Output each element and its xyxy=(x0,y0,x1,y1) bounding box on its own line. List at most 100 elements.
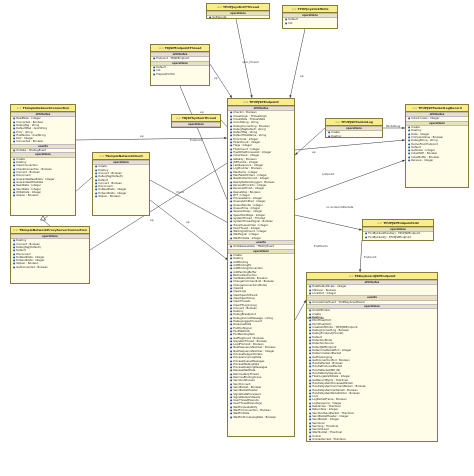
member-row: ●Default xyxy=(406,146,468,149)
member-row: ●Receive : Integer xyxy=(406,159,468,162)
visibility-icon: ● xyxy=(230,216,233,220)
visibility-icon: ● xyxy=(13,252,16,256)
arrowhead-icon xyxy=(402,126,405,130)
class-title: <>TPUPJSPPacketLog xyxy=(326,119,382,126)
member-text: Create xyxy=(16,157,25,161)
visibility-icon: ● xyxy=(230,329,233,333)
member-row: ●DefaultTag : string xyxy=(228,131,294,134)
visibility-icon: ● xyxy=(13,127,16,131)
member-text: ReceiveErrorInfo : Integer xyxy=(233,183,267,187)
class-title: <>TPUPJoystickHints xyxy=(283,6,337,13)
member-text: FaultWaitInfo xyxy=(233,329,251,333)
visibility-icon: ● xyxy=(13,130,16,134)
visibility-icon: ● xyxy=(309,411,312,415)
class-name: TRJSPEndpointThread xyxy=(164,46,202,50)
member-row: ●SystemThread : TThread xyxy=(228,217,294,220)
member-row: ●ReleaseWaitData xyxy=(228,369,294,372)
member-row: ●UserThread : Integer xyxy=(228,227,294,230)
member-row: ●HostName : AnsiString xyxy=(11,134,75,137)
member-text: ReadData : Integer xyxy=(16,184,41,188)
member-row: ●QueueHandle : Integer xyxy=(228,204,294,207)
member-row: ●NewProblemCount : Integer xyxy=(228,177,294,180)
section-header-events: events xyxy=(228,239,294,246)
visibility-icon: ● xyxy=(95,178,98,182)
member-text: DebugTag(Default) xyxy=(16,246,41,249)
member-text: DeriveFromEndpoint xyxy=(411,142,438,146)
class-name: TPUPJSPPacketLog xyxy=(341,120,373,124)
member-row: ●DebugConnectLog : Boolean xyxy=(307,329,437,332)
class-icon: <> xyxy=(335,120,341,124)
member-text: ReceivedFinish : Integer xyxy=(233,187,265,191)
member-row: ●Default xyxy=(11,249,89,252)
member-text: LogSequence : Integer xyxy=(312,401,342,405)
member-text: HandleSystemCanPacket : Boolean xyxy=(312,388,358,392)
member-text: ProcessQueueMessages xyxy=(233,359,265,363)
member-text: SendData : Integer xyxy=(16,187,41,191)
member-text: ClearLogs xyxy=(233,290,247,294)
visibility-icon: ● xyxy=(230,245,233,249)
visibility-icon: ● xyxy=(230,412,233,416)
member-row: ●ProcessQueueMessages xyxy=(228,360,294,363)
member-text: AddBinding xyxy=(233,260,249,264)
member-row: ●DefaultHostName : string xyxy=(228,134,294,137)
member-row: ●OnExecute xyxy=(207,16,269,18)
member-text: ClearSpecificLog xyxy=(233,296,255,300)
association-line xyxy=(294,139,406,151)
visibility-icon: ● xyxy=(309,322,312,326)
member-text: ReleaseWaitData xyxy=(233,369,256,373)
section-header-operations: operations xyxy=(93,160,149,166)
visibility-icon: ● xyxy=(309,408,312,412)
member-row: ●ProcessWaitingData xyxy=(228,363,294,366)
visibility-icon: ● xyxy=(153,72,156,76)
visibility-icon: ● xyxy=(95,181,98,185)
visibility-icon: ● xyxy=(230,150,233,154)
generalization-triangle-icon xyxy=(40,215,46,221)
member-row: ●Destroy xyxy=(93,169,149,172)
arrowhead-icon xyxy=(359,228,362,231)
member-text: DebugTagDefault : string xyxy=(233,127,266,131)
class-icon: <> xyxy=(99,154,105,158)
visibility-icon: ● xyxy=(230,343,233,347)
member-row: ●HandleRetrySequence xyxy=(307,372,437,375)
member-row: ●CanBeSendData : Boolean xyxy=(228,277,294,280)
class-icon: <> xyxy=(13,228,19,232)
member-row: ●Connected : Boolean xyxy=(11,140,75,143)
member-text: Create xyxy=(98,165,107,169)
visibility-icon: ● xyxy=(408,136,411,139)
member-text: HandleSystemProcessedPacket xyxy=(312,381,353,385)
member-text: Destroy xyxy=(331,134,342,138)
visibility-icon: ● xyxy=(230,111,233,115)
member-text: Unlock xyxy=(312,434,322,438)
association-line xyxy=(235,18,253,99)
member-text: QueueTime : Integer xyxy=(233,207,260,211)
member-row: ●Disconnect xyxy=(11,253,89,256)
visibility-icon: ● xyxy=(230,376,233,380)
visibility-icon: ● xyxy=(230,296,233,300)
association-line xyxy=(289,28,306,99)
member-text: LoadFromList : Boolean xyxy=(233,343,264,347)
visibility-icon: ● xyxy=(309,316,312,319)
section-header-attributes: attributes xyxy=(307,280,437,286)
visibility-icon: ● xyxy=(230,223,233,227)
member-row: ●IsOpen : Boolean xyxy=(11,194,75,197)
member-row: ●Lock xyxy=(307,395,437,398)
member-text: Destroy xyxy=(233,257,244,261)
member-row: ●Port : Integer xyxy=(11,137,75,140)
visibility-icon: ● xyxy=(230,164,233,168)
visibility-icon: ● xyxy=(13,157,16,161)
class-title: <>TPUPJoystickTThread xyxy=(207,4,269,11)
section-header-operations: operations xyxy=(363,227,433,233)
visibility-icon: ● xyxy=(230,147,233,151)
member-row: ●DebugConnecting : Boolean xyxy=(228,125,294,128)
member-row: ●PointTrue(Port) xyxy=(307,319,437,322)
member-row: ●Create xyxy=(11,158,75,161)
visibility-icon: ● xyxy=(309,378,312,382)
member-text: EndPoolSignal xyxy=(233,326,252,330)
class-icon: <> xyxy=(291,7,297,11)
visibility-icon: ● xyxy=(230,233,233,237)
member-text: DebugLoggedConnect xyxy=(233,320,263,324)
member-row: ●WaitSignal : Integer xyxy=(228,233,294,236)
member-row: ●Connect : Boolean xyxy=(93,172,149,175)
visibility-icon: ● xyxy=(230,346,233,350)
